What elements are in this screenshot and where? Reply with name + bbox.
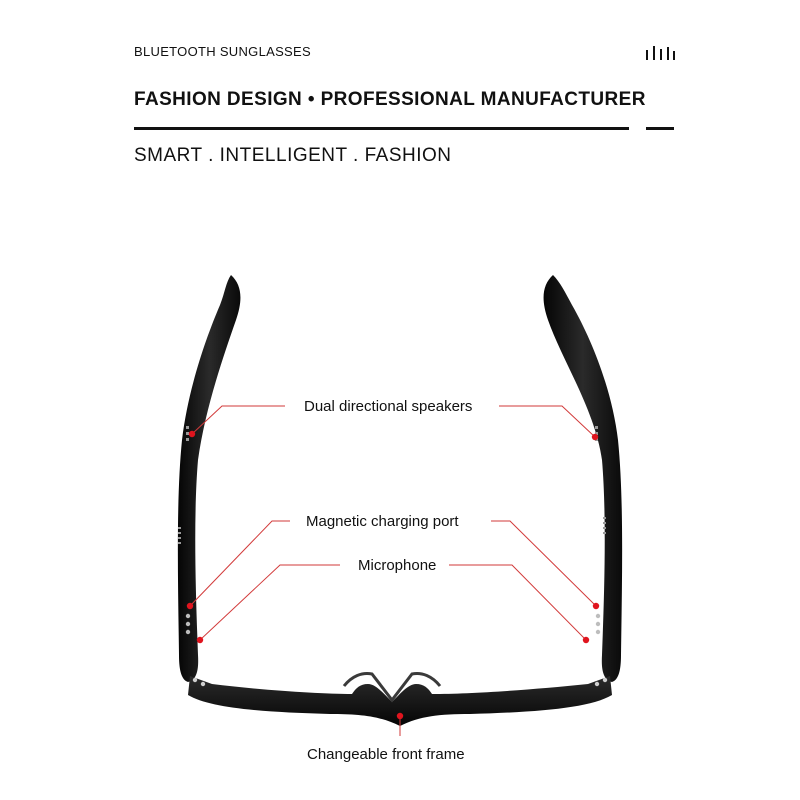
callout-line-charging-right [491,520,597,607]
callout-charging-port: Magnetic charging port [306,513,459,530]
callout-line-speakers-right [499,405,596,438]
headline-rule-short [646,127,674,130]
tagline: SMART . INTELLIGENT . FASHION [134,145,452,166]
callout-front-frame: Changeable front frame [307,746,465,763]
callout-microphone: Microphone [358,557,437,574]
callout-line-speakers-left [191,405,285,435]
front-frame [188,676,612,726]
left-temple-arm [177,275,241,682]
headline-rule [134,127,629,130]
callout-line-microphone-left [199,564,340,641]
callout-line-charging-left [189,520,290,607]
signal-bars-icon [646,46,675,60]
category-label: BLUETOOTH SUNGLASSES [134,44,311,59]
headline: FASHION DESIGN • PROFESSIONAL MANUFACTUR… [134,89,646,110]
right-temple-arm [543,275,623,682]
callout-speakers: Dual directional speakers [304,398,473,415]
callout-line-microphone-right [449,564,587,641]
